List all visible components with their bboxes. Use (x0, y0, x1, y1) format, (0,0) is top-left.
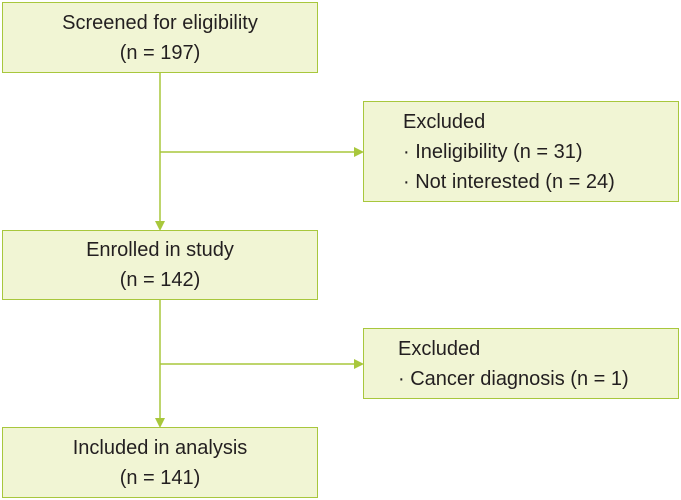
included-title: Included in analysis (72, 436, 248, 459)
screened-box: Screened for eligibility (n = 197) (2, 2, 318, 73)
excluded-1-item-not-interested: · Not interested (n = 24) (403, 170, 615, 193)
excluded-1-heading: Excluded (403, 110, 486, 133)
excluded-1-item-ineligibility: · Ineligibility (n = 31) (403, 140, 583, 163)
enrolled-count: (n = 142) (119, 269, 201, 291)
enrolled-box: Enrolled in study (n = 142) (2, 230, 318, 300)
excluded-box-2: Excluded · Cancer diagnosis (n = 1) (363, 328, 679, 399)
screened-count: (n = 197) (119, 41, 201, 64)
excluded-2-item-cancer-diagnosis: · Cancer diagnosis (n = 1) (398, 367, 629, 390)
excluded-box-1: Excluded · Ineligibility (n = 31) · Not … (363, 101, 679, 202)
enrolled-title: Enrolled in study (86, 239, 234, 261)
included-box: Included in analysis (n = 141) (2, 427, 318, 498)
included-count: (n = 141) (119, 466, 201, 489)
screened-title: Screened for eligibility (62, 11, 258, 34)
excluded-2-heading: Excluded (398, 337, 481, 360)
